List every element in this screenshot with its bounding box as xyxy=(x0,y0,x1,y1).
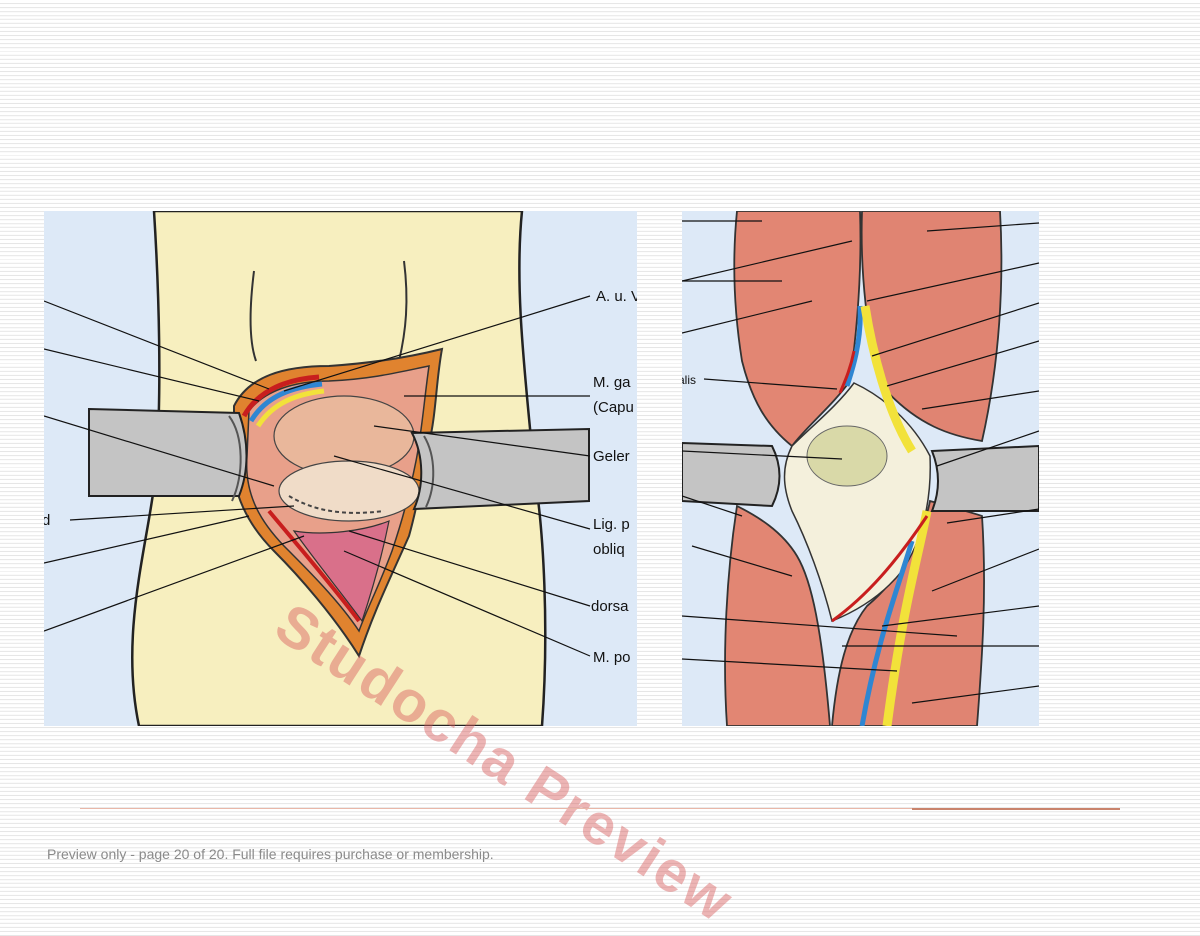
label-d: d xyxy=(44,512,50,529)
leader-line xyxy=(931,548,1039,592)
retractor-right xyxy=(410,427,590,511)
leader-line xyxy=(886,340,1039,387)
label-geler: Geler xyxy=(593,448,630,465)
leader-line xyxy=(946,508,1039,524)
label-m-ga: M. ga xyxy=(593,374,631,391)
leader-line xyxy=(283,295,591,392)
leader-line xyxy=(682,300,813,334)
footer-divider-accent xyxy=(912,808,1120,810)
artery-lower xyxy=(831,515,929,623)
artery-upper xyxy=(838,350,856,394)
retractor-left xyxy=(88,407,248,497)
leader-line xyxy=(866,262,1039,302)
label-lig-p: Lig. p xyxy=(593,516,630,533)
leader-line xyxy=(44,415,275,487)
retractor-left-edge xyxy=(228,415,242,502)
leader-line xyxy=(881,605,1039,627)
vein-strip xyxy=(248,381,323,423)
ligament-edge xyxy=(288,495,385,514)
fossa-fat xyxy=(806,425,888,487)
leader-line xyxy=(682,450,843,460)
anatomy-illustration-right: alis xyxy=(682,211,1039,726)
vein-upper xyxy=(844,305,863,387)
anatomy-illustration-left: A. u. V M. ga (Capu Geler Lig. p obliq d… xyxy=(44,211,637,726)
footer-divider xyxy=(80,808,1120,809)
leader-line xyxy=(373,425,591,457)
leader-line xyxy=(703,378,838,390)
muscle-belly xyxy=(292,520,390,623)
leader-line xyxy=(691,545,793,577)
leader-line xyxy=(44,515,250,564)
leader-line xyxy=(921,390,1039,410)
nerve-strip xyxy=(255,388,325,428)
leader-line xyxy=(348,530,591,607)
leader-line xyxy=(343,550,591,657)
anatomy-figure-left: A. u. V M. ga (Capu Geler Lig. p obliq d… xyxy=(44,211,637,726)
leader-line xyxy=(926,222,1039,232)
label-capu: (Capu xyxy=(593,399,634,416)
leader-line xyxy=(44,535,305,632)
leader-line xyxy=(44,348,260,402)
leader-line xyxy=(682,658,898,672)
anatomy-figure-right: alis xyxy=(682,211,1039,726)
retractor-left xyxy=(682,441,781,508)
nerve-lower xyxy=(882,510,932,726)
retractor-right xyxy=(930,444,1039,512)
label-alis: alis xyxy=(682,373,696,387)
nerve-upper xyxy=(860,305,916,454)
label-dorsa: dorsa xyxy=(591,598,629,615)
leader-line xyxy=(936,430,1039,467)
skin-crease xyxy=(398,260,408,362)
muscle-lower-left xyxy=(724,504,831,726)
leader-line xyxy=(333,455,591,530)
leader-line xyxy=(44,300,270,390)
artery-lower xyxy=(267,509,361,623)
label-obliq: obliq xyxy=(593,541,625,558)
leader-line xyxy=(911,685,1039,704)
preview-notice: Preview only - page 20 of 20. Full file … xyxy=(47,846,494,862)
leader-line xyxy=(871,302,1039,357)
label-a-u-v: A. u. V xyxy=(596,288,637,305)
leader-line xyxy=(682,615,958,637)
retractor-right-edge xyxy=(423,435,435,508)
leader-line xyxy=(682,495,743,517)
leader-line xyxy=(69,505,295,521)
skin-crease xyxy=(249,270,257,362)
leader-line xyxy=(682,240,853,282)
vein-lower xyxy=(859,540,915,726)
label-m-po: M. po xyxy=(593,649,631,666)
artery-strip xyxy=(241,374,320,418)
